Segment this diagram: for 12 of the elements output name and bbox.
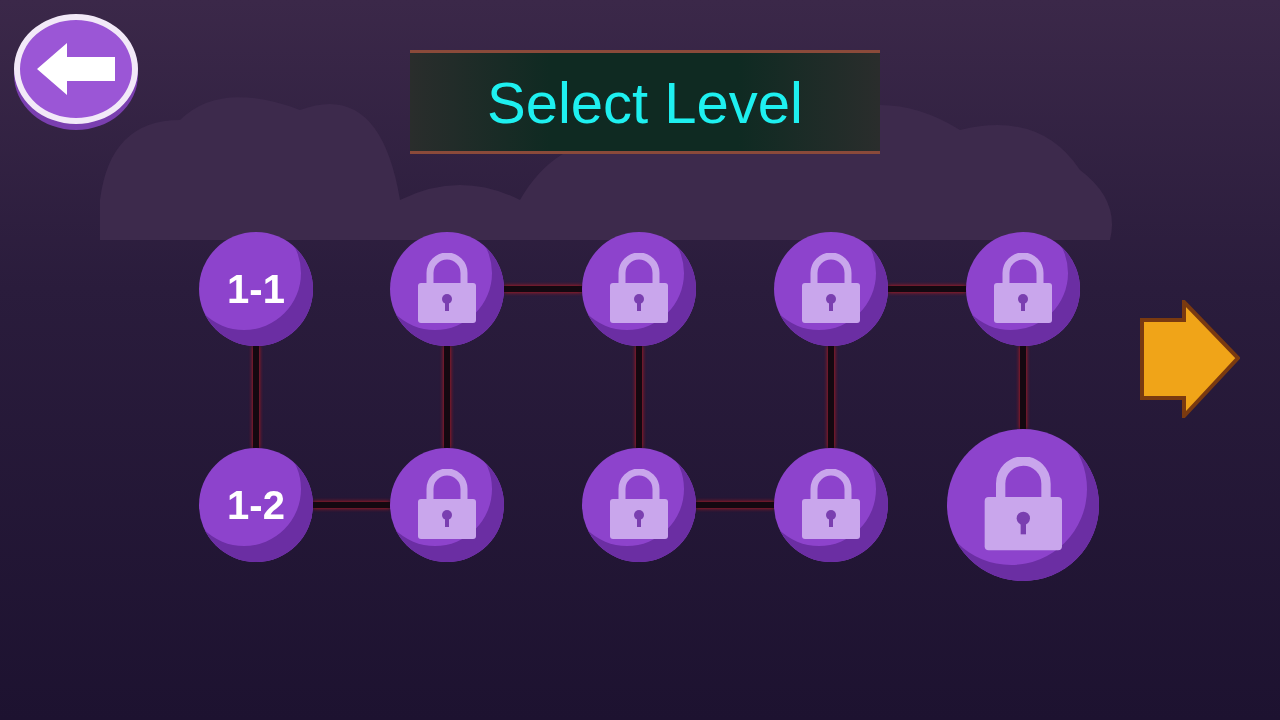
connector-line xyxy=(504,286,582,292)
connector-line xyxy=(313,502,390,508)
connector-line xyxy=(636,346,642,448)
level-number: 1-2 xyxy=(227,482,285,528)
connector-line xyxy=(1020,346,1026,429)
connector-line xyxy=(444,346,450,448)
title-text: Select Level xyxy=(487,68,803,136)
level-number: 1-1 xyxy=(227,266,285,312)
connector-line xyxy=(888,286,966,292)
connector-line xyxy=(696,502,774,508)
connector-line xyxy=(253,346,259,448)
connector-line xyxy=(828,346,834,448)
